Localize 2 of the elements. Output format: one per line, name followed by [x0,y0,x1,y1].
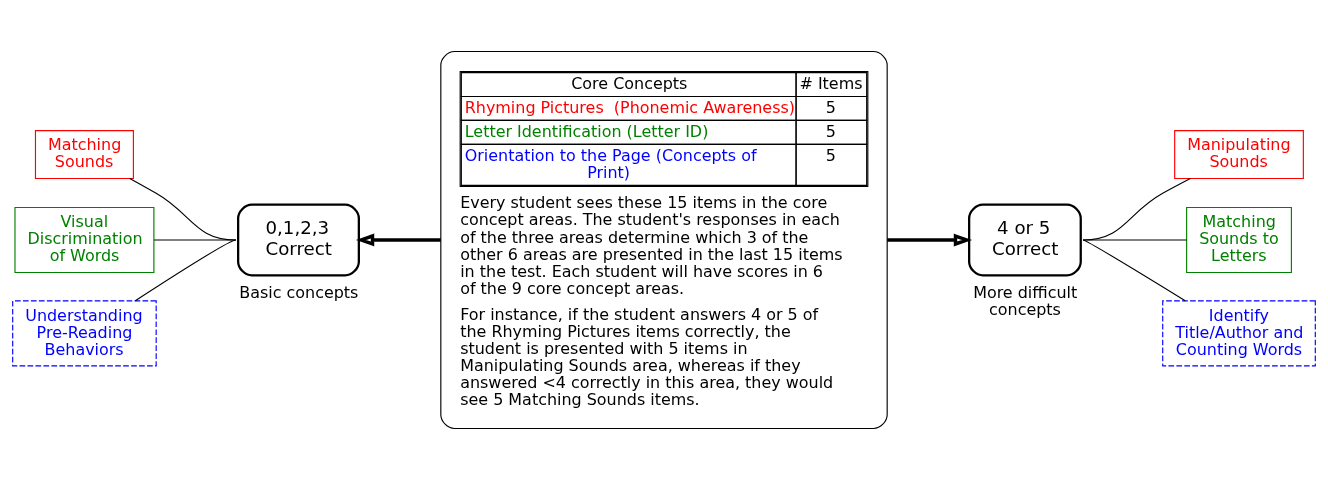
node-label: More difficult concepts [973,282,1078,319]
node-label: Basic concepts [239,282,359,302]
